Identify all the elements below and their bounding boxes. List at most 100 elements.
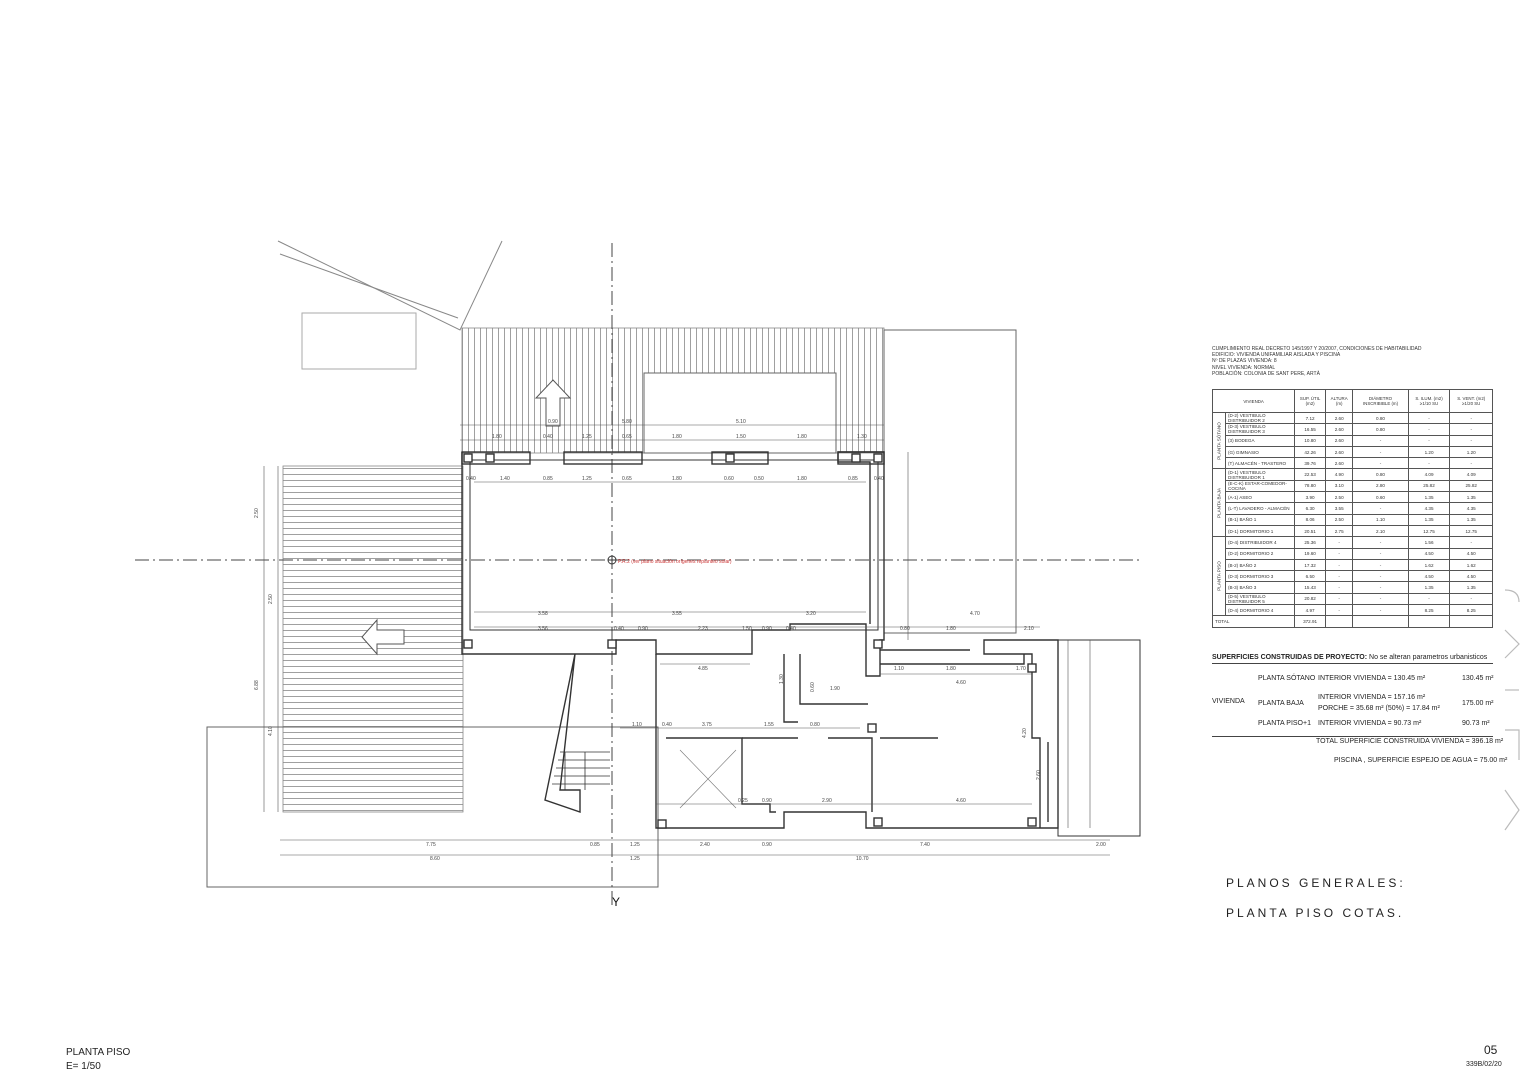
room-name-cell: (D-3) DORMITORIO 3 [1224,570,1296,583]
dim-int-b: 1.30 [779,674,785,684]
room-name-cell: (D-1) VESTIBULO DISTRIBUIDOR 1 [1224,468,1296,481]
dim-mid2-c: 0.90 [638,626,648,632]
habitability-line: Nº DE PLAZAS VIVIENDA: 8 [1212,358,1277,365]
dim-in-b: 1.40 [500,476,510,482]
dim-mid2-g: 0.40 [786,626,796,632]
value-cell: 25.82 [1407,479,1451,493]
value-cell: 1.35 [1449,491,1493,504]
value-cell: 17.32 [1294,558,1326,572]
dim-bot1-f: 7.40 [920,842,930,848]
value-cell: 1.20 [1407,445,1451,459]
axis-label-y: Y [612,895,620,909]
col-vivienda: VIVIENDA [1211,389,1296,413]
value-cell: 2.50 [1324,491,1354,504]
room-name-cell: (A-1) ASEO [1224,491,1296,504]
surface-total: 130.45 m² [1462,675,1494,682]
value-cell: 4.90 [1324,468,1354,481]
value-cell: 10.80 [1294,434,1326,447]
entrance-arrow-left [361,618,405,656]
value-cell: 6.30 [1294,502,1326,515]
dim-bot1-a: 7.75 [426,842,436,848]
dim-in-k: 0.40 [874,476,884,482]
col-vent: S. VENT. (m2) ≥1/20 SU [1449,389,1493,413]
value-cell: 12.75 [1407,524,1451,538]
reference-point: P.R.2 (ver plano situación orígenes repl… [607,555,732,565]
dim-mid-d: 4.70 [970,611,980,617]
group-label-text: PLANTA PISO [1216,561,1222,592]
dim-row2-a: 1.80 [492,434,502,440]
dim-int-o: 2.60 [1036,770,1042,780]
surface-detail: INTERIOR VIVIENDA = 90.73 m² [1318,720,1422,727]
surfaces-block: SUPERFICIES CONSTRUIDAS DE PROYECTO: No … [1212,654,1493,664]
dim-int-h: 4.60 [956,680,966,686]
value-cell: 4.09 [1407,468,1451,481]
room-name-cell: (D-4) DISTRIBUIDOR 4 [1224,536,1296,549]
table-row: PLANTA SÓTANO(D-2) VESTIBULO DISTRIBUIDO… [1212,411,1493,470]
dim-bot2-b: 1.25 [630,856,640,862]
dim-top3: 5.10 [736,419,746,425]
value-cell: - [1352,570,1409,583]
surface-level: PLANTA SÓTANO [1258,675,1316,682]
dim-in-h: 0.50 [754,476,764,482]
value-cell: 2.60 [1324,434,1354,447]
surface-total: 90.73 m² [1462,720,1490,727]
surface-detail: INTERIOR VIVIENDA = 157.16 m² [1318,694,1426,701]
value-cell: 1.10 [1352,513,1409,526]
value-cell: 0.60 [1352,491,1409,504]
surface-detail: INTERIOR VIVIENDA = 130.45 m² [1318,675,1426,682]
value-cell: 1.35 [1407,491,1451,504]
value-cell: 1.62 [1449,558,1493,572]
group-label-text: PLANTA SÓTANO [1216,421,1222,460]
empty-cell [1407,615,1451,628]
value-cell: - [1449,592,1493,606]
dim-int-p: 2.90 [822,798,832,804]
value-cell: 15.43 [1294,581,1326,594]
dim-in-i: 1.80 [797,476,807,482]
value-cell: - [1352,536,1409,549]
surface-level: PLANTA PISO+1 [1258,720,1311,727]
value-cell: - [1352,445,1409,459]
dim-mid2-f: 0.90 [762,626,772,632]
value-cell: 2.60 [1324,411,1354,425]
value-cell: - [1352,457,1409,470]
surfaces-title-label: SUPERFICIES CONSTRUIDAS DE PROYECTO: [1212,654,1368,661]
value-cell: 20.51 [1294,524,1326,538]
dim-left-a: 2.50 [254,508,260,518]
value-cell: 1.35 [1449,513,1493,526]
value-cell: 78.80 [1294,479,1326,493]
sheet-title: PLANOS GENERALES: [1226,876,1406,890]
value-cell: - [1407,592,1451,606]
value-cell: - [1324,604,1354,617]
dim-in-c: 0.85 [543,476,553,482]
dim-bot2-a: 8.60 [430,856,440,862]
surfaces-group-label: VIVIENDA [1212,698,1245,705]
value-cell: 4.50 [1449,547,1493,560]
dim-in-j: 0.85 [848,476,858,482]
value-cell: 1.56 [1407,536,1451,549]
dim-mid2-a: 3.56 [538,626,548,632]
dim-bot1-g: 2.00 [1096,842,1106,848]
dim-mid-c: 3.20 [806,611,816,617]
dim-int-q: 4.60 [956,798,966,804]
habitability-line: CUMPLIMIENTO REAL DECRETO 145/1997 Y 20/… [1212,346,1422,352]
surface-level: PLANTA BAJA [1258,700,1304,707]
value-cell: 3.90 [1294,491,1326,504]
value-cell: 4.50 [1449,570,1493,583]
value-cell: 39.76 [1294,457,1326,470]
table-row: PLANTA BAJA(D-1) VESTIBULO DISTRIBUIDOR … [1212,468,1493,538]
dim-int-k: 3.75 [702,722,712,728]
axis-lines [135,243,1140,905]
value-cell: - [1324,547,1354,560]
room-name-cell: (B-2) BAÑO 2 [1224,558,1296,572]
dim-in-f: 1.80 [672,476,682,482]
value-cell: - [1449,434,1493,447]
total-value: 372.91 [1294,615,1326,628]
